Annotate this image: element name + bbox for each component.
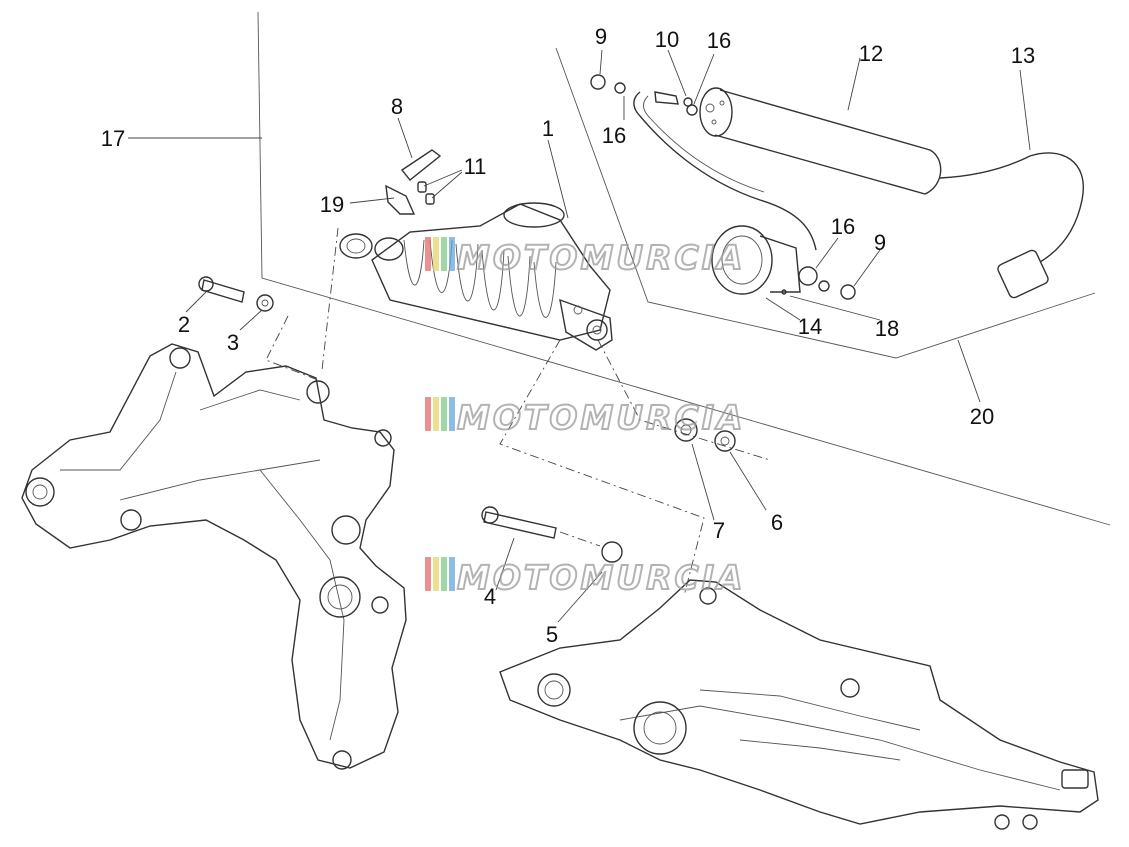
callout-12: 12 [859, 41, 883, 66]
callout-19: 19 [320, 192, 344, 217]
sensor-cable [939, 152, 1084, 299]
adjuster-knob [711, 225, 801, 295]
callout-10: 10 [655, 27, 679, 52]
callout-7: 7 [713, 518, 725, 543]
watermark-middle: MOTOMURCIA [425, 397, 746, 438]
callout-18: 18 [875, 316, 899, 341]
callout-16-top: 16 [707, 28, 731, 53]
shock-absorber [339, 202, 613, 351]
callout-17: 17 [101, 126, 125, 151]
callout-16-left: 16 [602, 123, 626, 148]
frame-bracket [21, 343, 407, 770]
group-outline-lines [257, 11, 1111, 526]
callout-20: 20 [970, 404, 994, 429]
hydraulic-hose [633, 91, 817, 251]
small-parts [198, 74, 856, 563]
watermark-top: MOTOMURCIA [425, 237, 746, 278]
callout-8: 8 [391, 94, 403, 119]
leader-lines [128, 49, 1031, 623]
watermark-text: MOTOMURCIA [457, 398, 746, 437]
callout-1: 1 [542, 116, 554, 141]
watermark-bottom: MOTOMURCIA [425, 557, 746, 598]
watermark-text: MOTOMURCIA [457, 238, 746, 277]
callout-14: 14 [798, 314, 822, 339]
callout-labels: 1 2 3 4 5 6 7 8 9 9 10 11 12 13 14 16 16… [101, 24, 1035, 647]
watermark-text: MOTOMURCIA [457, 558, 746, 597]
callout-2: 2 [178, 312, 190, 337]
assembly-axes [265, 227, 771, 597]
callout-5: 5 [546, 622, 558, 647]
reservoir-cylinder [699, 87, 942, 195]
callout-13: 13 [1011, 43, 1035, 68]
callout-6: 6 [771, 510, 783, 535]
callout-9-top: 9 [595, 24, 607, 49]
callout-16-right: 16 [831, 214, 855, 239]
callout-11: 11 [464, 154, 487, 179]
callout-9-right: 9 [874, 230, 886, 255]
swing-arm [499, 579, 1099, 830]
callout-4: 4 [484, 584, 496, 609]
callout-3: 3 [227, 330, 239, 355]
